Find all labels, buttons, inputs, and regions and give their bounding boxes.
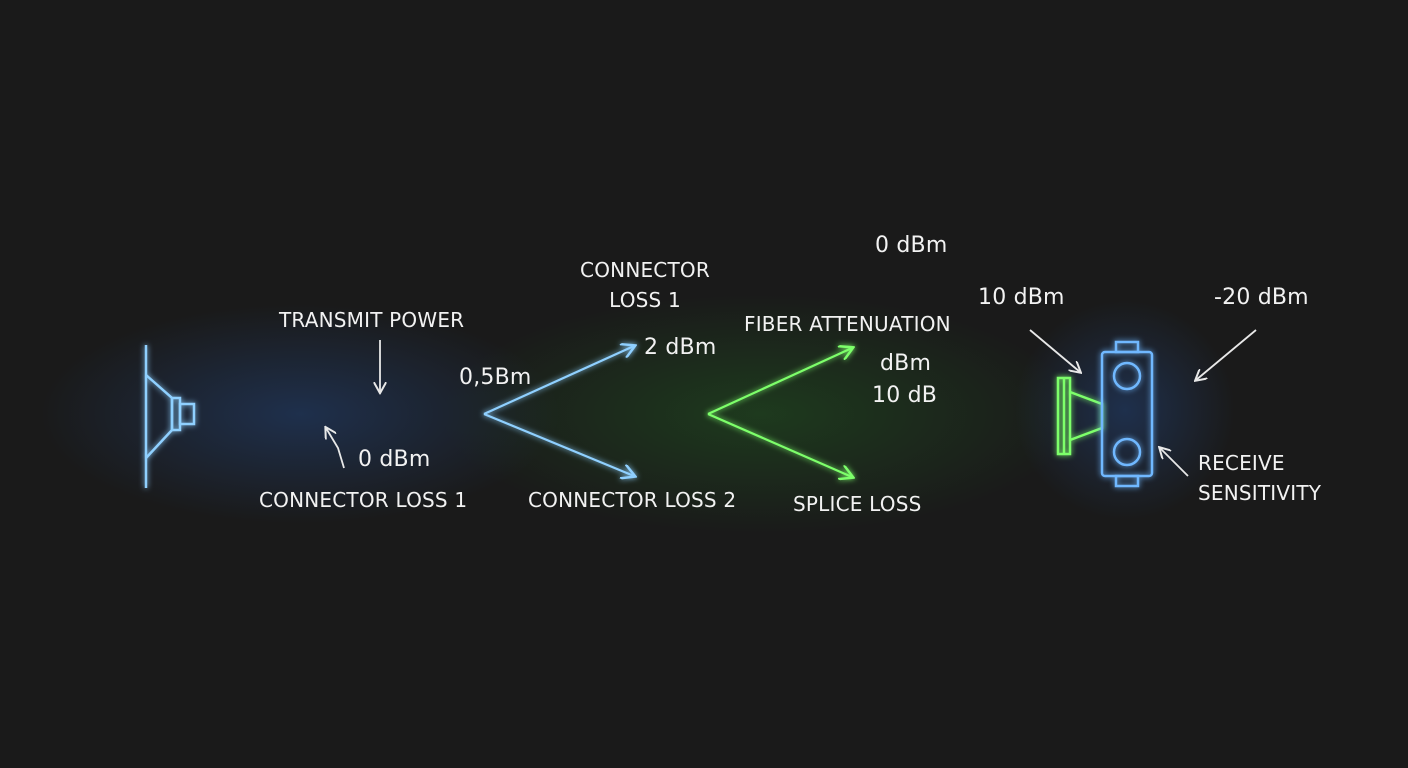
branch-up-arrow-blue — [483, 346, 634, 416]
value-minus-20dbm: -20 dBm — [1214, 285, 1309, 310]
connector-loss-2-label: CONNECTOR LOSS 2 — [528, 488, 737, 512]
connector-loss-1-top-line2: LOSS 1 — [609, 288, 681, 312]
value-10db: 10 dB — [872, 383, 938, 408]
value-0-5bm: 0,5Bm — [459, 365, 532, 390]
value-0dbm-top: 0 dBm — [875, 233, 948, 258]
splice-loss-label: SPLICE LOSS — [793, 492, 922, 516]
receiver-icon — [1100, 340, 1154, 488]
receive-sensitivity-label: RECEIVE SENSITIVITY — [1198, 451, 1321, 505]
value-2dbm: 2 dBm — [644, 335, 717, 360]
connector-loss-1-arrow — [326, 428, 345, 469]
receive-sensitivity-line1: RECEIVE — [1198, 451, 1285, 475]
branch-down-arrow-green — [707, 412, 852, 477]
value-10dbm: 10 dBm — [978, 285, 1065, 310]
connector-loss-1-bottom-label: CONNECTOR LOSS 1 — [259, 488, 468, 512]
connector-loss-1-top-line1: CONNECTOR — [580, 258, 710, 282]
fiber-attenuation-label: FIBER ATTENUATION — [744, 312, 951, 336]
branch-down-arrow-blue — [483, 412, 634, 476]
receive-sensitivity-line2: SENSITIVITY — [1198, 481, 1322, 505]
value-dbm: dBm — [880, 351, 932, 376]
sensitivity-arrow-bottom — [1160, 448, 1189, 477]
transmit-power-label: TRANSMIT POWER — [279, 308, 465, 332]
receiver-halo — [1015, 300, 1235, 520]
branch-up-arrow-green — [707, 348, 852, 415]
sensitivity-arrow-top — [1196, 329, 1257, 380]
input-power-arrow — [1029, 329, 1080, 372]
connector-loss-1-top-label: CONNECTOR LOSS 1 — [570, 258, 720, 312]
value-0dbm-left: 0 dBm — [358, 447, 431, 472]
